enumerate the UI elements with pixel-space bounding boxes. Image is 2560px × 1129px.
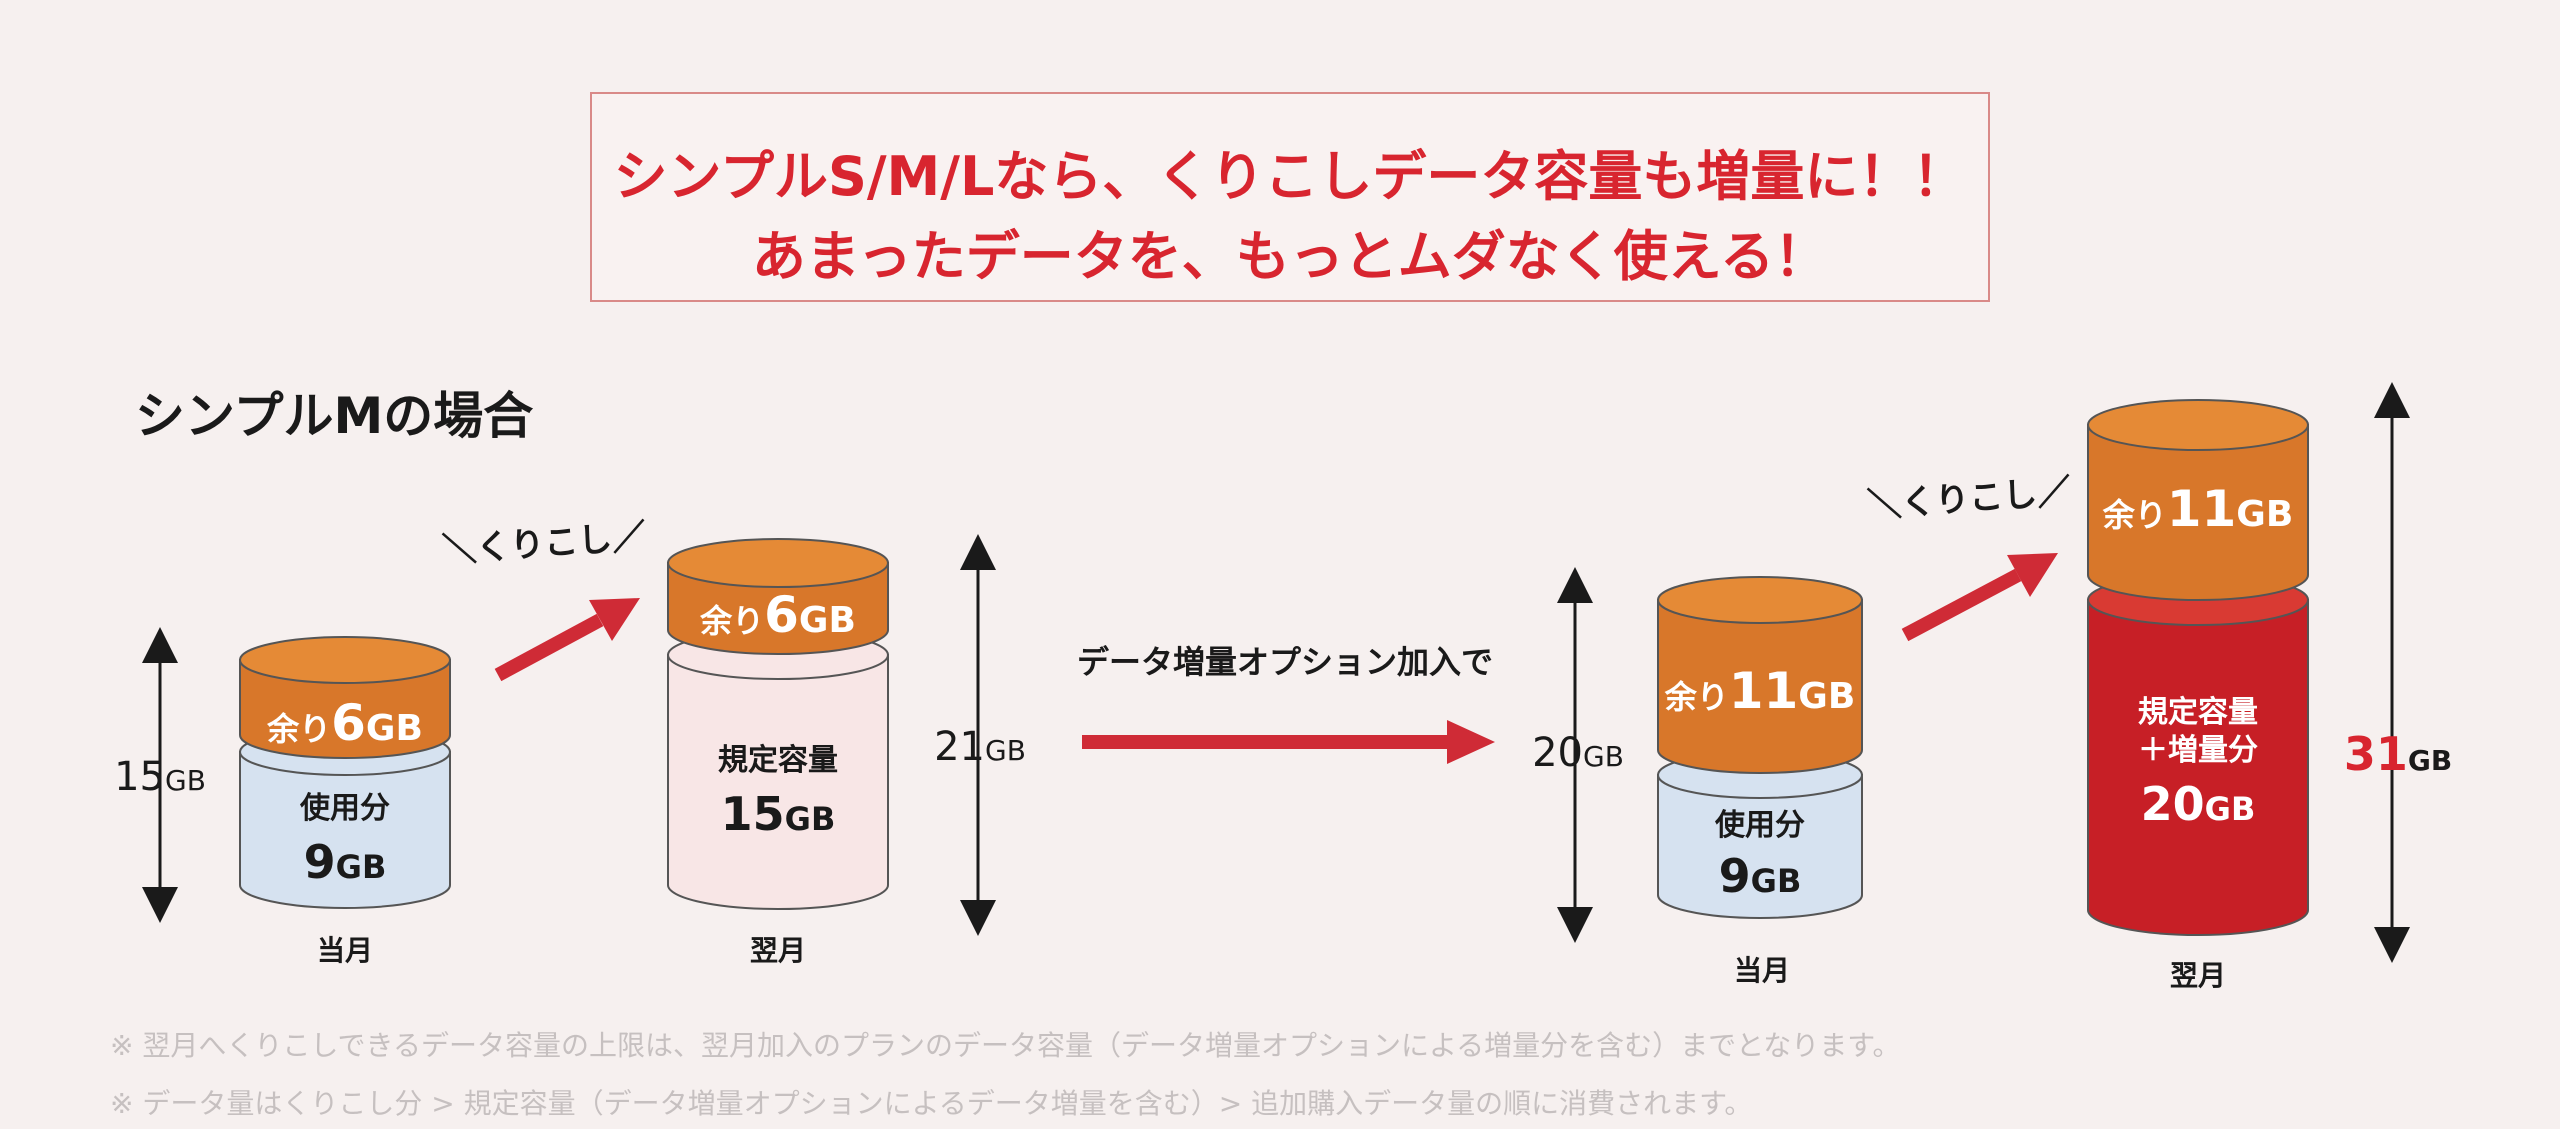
option-arrow xyxy=(1082,720,1495,764)
section-title: シンプルMの場合 xyxy=(135,387,534,445)
s2-current-month-label: 当月 xyxy=(1734,954,1790,987)
s2-current-cylinder xyxy=(1657,576,1863,919)
s2-next-base-value: 20GB xyxy=(2141,777,2256,831)
headline-line-2: あまったデータを、もっとムダなく使える！ xyxy=(751,225,1829,288)
s2-carryover-label: ＼くりこし／ xyxy=(1866,472,2072,526)
s2-carryover-arrow xyxy=(1901,553,2058,642)
s2-current-total-label: 20GB xyxy=(1532,730,1624,776)
footnote-1: ※ 翌月へくりこしできるデータ容量の上限は、翌月加入のプランのデータ容量（データ… xyxy=(110,1029,1901,1062)
headline-line-1: シンプルS/M/Lなら、くりこしデータ容量も増量に！！ xyxy=(613,145,1967,208)
s1-current-total-label: 15GB xyxy=(114,754,206,800)
s1-next-base-label: 規定容量 xyxy=(718,743,838,778)
s2-next-month-label: 翌月 xyxy=(2170,959,2226,992)
s2-next-total-label: 31GB xyxy=(2344,727,2452,781)
s2-current-remaining-label: 余り11GB xyxy=(1664,662,1856,720)
s1-next-remaining-label: 余り6GB xyxy=(699,586,856,644)
s2-next-cylinder xyxy=(2087,399,2309,936)
s1-carryover-arrow xyxy=(494,598,640,682)
s1-current-remaining-label: 余り6GB xyxy=(266,694,423,752)
s1-current-month-label: 当月 xyxy=(317,934,373,967)
s1-next-total-label: 21GB xyxy=(934,724,1026,770)
s1-next-base-value: 15GB xyxy=(721,787,836,841)
s1-current-cylinder xyxy=(239,636,451,909)
s1-carryover-label: ＼くりこし／ xyxy=(441,517,647,571)
footnote-2: ※ データ量はくりこし分 > 規定容量（データ増量オプションによるデータ増量を含… xyxy=(110,1087,1753,1120)
s2-current-used-value: 9GB xyxy=(1719,849,1802,903)
s2-next-remaining-label: 余り11GB xyxy=(2102,480,2294,538)
s1-current-used-label: 使用分 xyxy=(299,791,390,826)
s2-next-base-label-1: 規定容量 xyxy=(2138,695,2258,730)
s1-next-month-label: 翌月 xyxy=(750,934,806,967)
s2-current-used-label: 使用分 xyxy=(1714,808,1805,843)
s2-next-base-label-2: ＋増量分 xyxy=(2138,733,2258,768)
data-carryover-diagram: 余り6GB 使用分 9GB 当月 15GB ＼くりこし／ 余り6GB 規定容量 … xyxy=(114,382,2452,992)
s1-current-used-value: 9GB xyxy=(304,835,387,889)
headline-box: シンプルS/M/Lなら、くりこしデータ容量も増量に！！ あまったデータを、もっと… xyxy=(590,92,1990,302)
option-arrow-label: データ増量オプション加入で xyxy=(1077,643,1493,681)
s1-next-cylinder xyxy=(667,538,889,910)
